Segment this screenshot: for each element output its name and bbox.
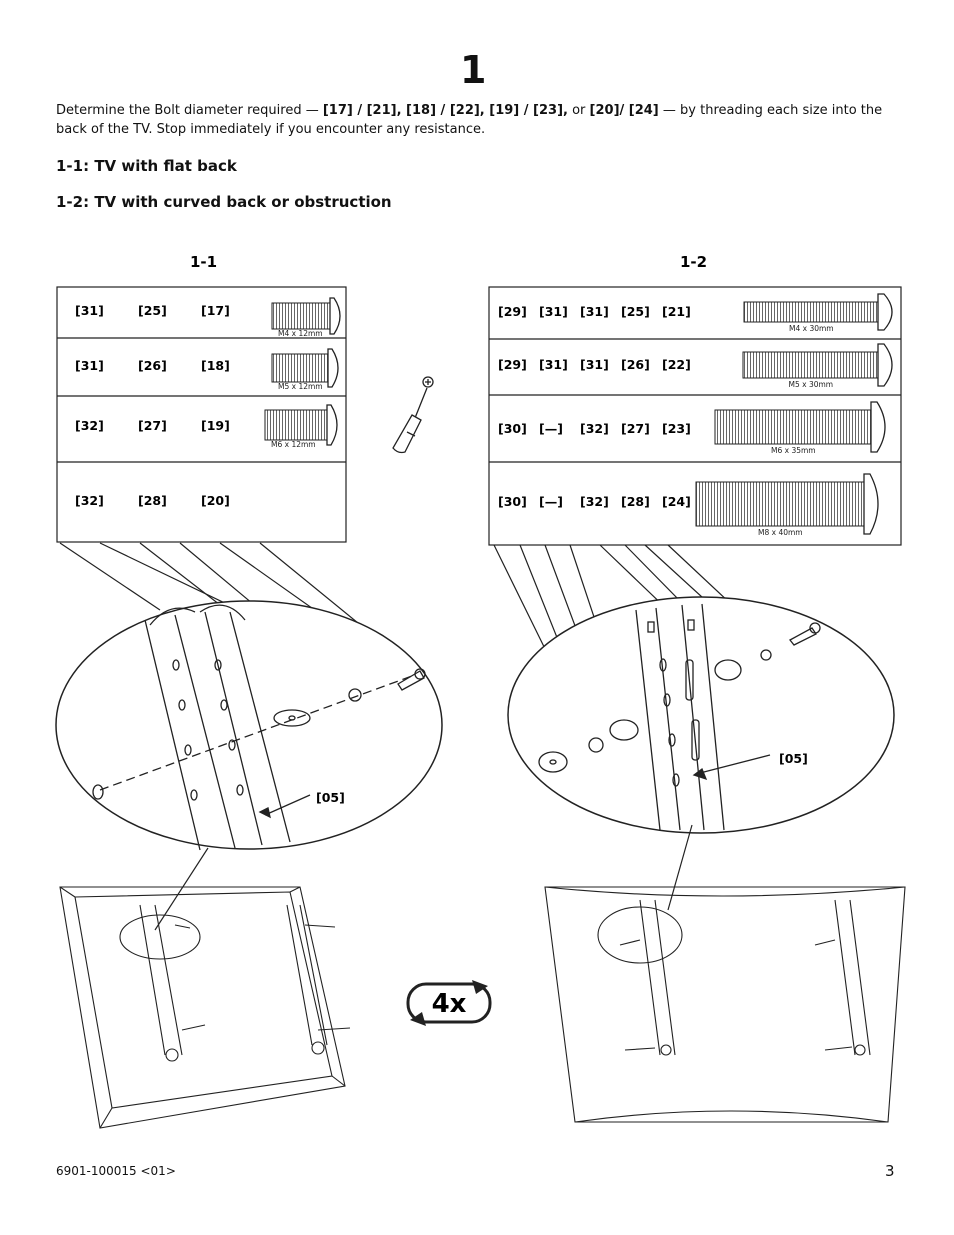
figure-1-2-screw-size-1: M4 x 30mm bbox=[789, 324, 834, 333]
screw-shank-icon bbox=[264, 409, 328, 441]
figure-1-1-label: 1-1 bbox=[190, 253, 217, 271]
figure-1-2-code-r2c1: [29] bbox=[498, 357, 527, 372]
screw-shank-icon bbox=[714, 409, 872, 445]
figure-1-2-code-r3c4: [27] bbox=[621, 421, 650, 436]
figure-1-2-code-r4c1: [30] bbox=[498, 494, 527, 509]
figure-1-1-code-r1c1: [31] bbox=[75, 303, 104, 318]
figure-1-2-label: 1-2 bbox=[680, 253, 707, 271]
screw-shank-icon bbox=[271, 302, 331, 330]
figure-1-1-table bbox=[56, 286, 347, 543]
figure-1-2-code-r4c3: [32] bbox=[580, 494, 609, 509]
figure-1-2-code-r2c5: [22] bbox=[662, 357, 691, 372]
figure-1-2-code-r1c2: [31] bbox=[539, 304, 568, 319]
tv-flat-back-drawing bbox=[59, 886, 351, 1129]
figure-1-1-code-r3c2: [27] bbox=[138, 418, 167, 433]
tv-curved-back-drawing bbox=[544, 886, 906, 1123]
screw-shank-icon bbox=[695, 481, 865, 527]
screw-head-icon bbox=[329, 297, 341, 335]
figure-1-2-screw-size-2: M5 x 30mm bbox=[789, 380, 834, 389]
figure-1-1-screw-size-1: M4 x 12mm bbox=[278, 329, 323, 338]
figure-1-2-code-r3c2: [—] bbox=[539, 421, 563, 436]
figure-1-2-code-r1c5: [21] bbox=[662, 304, 691, 319]
figure-1-1-code-r2c2: [26] bbox=[138, 358, 167, 373]
screwdriver-icon bbox=[392, 376, 434, 454]
figure-1-1-detail-oval: [05] bbox=[55, 600, 443, 851]
figure-1-2-code-r3c3: [32] bbox=[580, 421, 609, 436]
repeat-count: 4x bbox=[432, 989, 467, 1019]
figure-1-1-code-r2c3: [18] bbox=[201, 358, 230, 373]
figure-1-1-screw-size-2: M5 x 12mm bbox=[278, 382, 323, 391]
figure-1-2-code-r3c5: [23] bbox=[662, 421, 691, 436]
screw-shank-icon bbox=[271, 353, 329, 383]
figure-1-1-code-r3c3: [19] bbox=[201, 418, 230, 433]
page-number: 3 bbox=[885, 1162, 895, 1180]
screw-shank-icon bbox=[742, 351, 879, 379]
screw-head-icon bbox=[326, 404, 338, 446]
document-code: 6901-100015 <01> bbox=[56, 1164, 176, 1178]
intro-prefix: Determine the Bolt diameter required — bbox=[56, 103, 323, 118]
figure-1-1-code-r4c3: [20] bbox=[201, 493, 230, 508]
intro-codes-b: [20]/ [24] bbox=[589, 103, 659, 118]
figure-1-2-table bbox=[488, 286, 902, 546]
figure-1-1-callout: [05] bbox=[316, 790, 345, 805]
figure-1-2-screw-size-3: M6 x 35mm bbox=[771, 446, 816, 455]
figure-1-1-code-r4c1: [32] bbox=[75, 493, 104, 508]
figure-1-2-screw-size-4: M8 x 40mm bbox=[758, 528, 803, 537]
step-number: 1 bbox=[460, 48, 487, 92]
figure-1-2-code-r1c4: [25] bbox=[621, 304, 650, 319]
heading-curved-back: 1-2: TV with curved back or obstruction bbox=[56, 193, 392, 211]
figure-1-2-code-r1c1: [29] bbox=[498, 304, 527, 319]
figure-1-1-code-r1c2: [25] bbox=[138, 303, 167, 318]
intro-suffix: — by threading each size into the back o… bbox=[56, 103, 883, 137]
figure-1-2-code-r4c4: [28] bbox=[621, 494, 650, 509]
figure-1-1-screw-size-3: M6 x 12mm bbox=[271, 440, 316, 449]
figure-1-2-detail-oval: [05] bbox=[507, 596, 895, 834]
figure-1-1-code-r4c2: [28] bbox=[138, 493, 167, 508]
intro-paragraph: Determine the Bolt diameter required — [… bbox=[56, 101, 906, 139]
figure-1-2-code-r2c4: [26] bbox=[621, 357, 650, 372]
figure-1-1-code-r3c1: [32] bbox=[75, 418, 104, 433]
intro-or: or bbox=[567, 103, 590, 118]
figure-1-2-code-r1c3: [31] bbox=[580, 304, 609, 319]
figure-1-2-code-r4c5: [24] bbox=[662, 494, 691, 509]
screw-head-icon bbox=[877, 343, 893, 387]
screw-head-icon bbox=[877, 293, 893, 331]
figure-1-1-code-r1c3: [17] bbox=[201, 303, 230, 318]
screw-head-icon bbox=[863, 473, 879, 535]
screw-head-icon bbox=[870, 401, 886, 453]
heading-flat-back: 1-1: TV with flat back bbox=[56, 157, 237, 175]
figure-1-1-code-r2c1: [31] bbox=[75, 358, 104, 373]
figure-1-2-code-r4c2: [—] bbox=[539, 494, 563, 509]
intro-codes-a: [17] / [21], [18] / [22], [19] / [23], bbox=[322, 103, 568, 118]
screw-head-icon bbox=[327, 348, 339, 388]
figure-1-2-code-r2c2: [31] bbox=[539, 357, 568, 372]
screw-shank-icon bbox=[743, 301, 879, 323]
repeat-4x-badge: 4x bbox=[406, 980, 492, 1026]
figure-1-2-code-r2c3: [31] bbox=[580, 357, 609, 372]
figure-1-2-code-r3c1: [30] bbox=[498, 421, 527, 436]
figure-1-2-callout: [05] bbox=[779, 751, 808, 766]
